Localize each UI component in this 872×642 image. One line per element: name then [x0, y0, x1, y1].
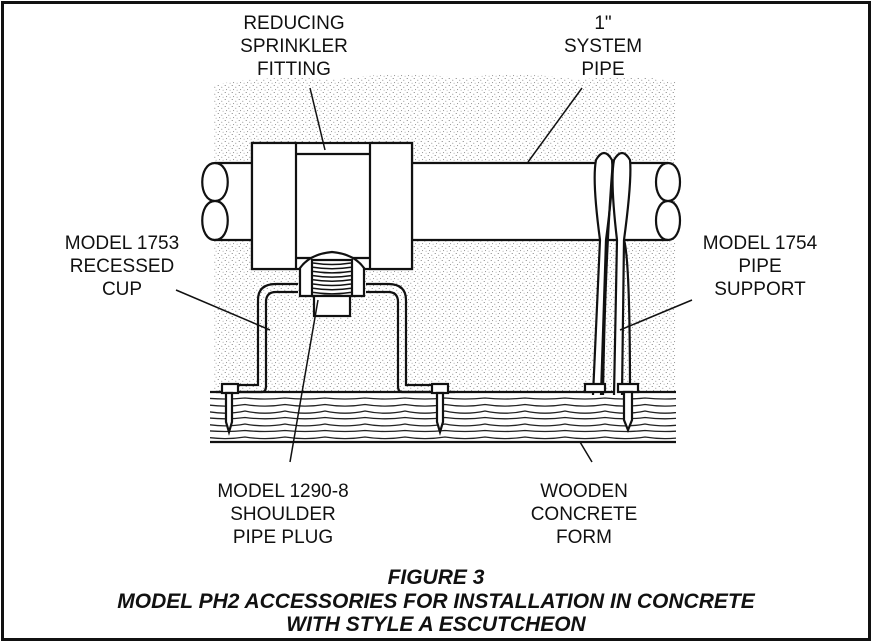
- plug-thread-line: [312, 274, 352, 278]
- figure-caption-line2: WITH STYLE A ESCUTCHEON: [286, 613, 586, 636]
- wood-grain-line: [210, 423, 676, 427]
- reducing-fitting: [250, 141, 414, 271]
- wood-grain-line: [210, 410, 676, 414]
- plug-thread-line: [312, 287, 352, 291]
- wood-grain-line: [210, 416, 676, 420]
- wood-grain-line: [210, 403, 676, 407]
- pipe-support: [583, 151, 640, 433]
- plug-thread-line: [312, 291, 352, 295]
- plug-thread-line: [312, 266, 352, 270]
- wood-grain-line: [210, 436, 676, 440]
- figure-caption-line1: MODEL PH2 ACCESSORIES FOR INSTALLATION I…: [117, 590, 755, 613]
- leader-lines: [175, 87, 693, 463]
- plug-thread-line: [312, 283, 352, 287]
- plug-thread-line: [312, 262, 352, 266]
- plug-thread-line: [312, 279, 352, 283]
- recessed-cup: [216, 282, 455, 436]
- plug-thread-line: [312, 270, 352, 274]
- wooden-form: [210, 390, 676, 444]
- figure-number: FIGURE 3: [387, 566, 485, 589]
- wood-grain-line: [210, 429, 676, 433]
- shoulder-pipe-plug: [298, 250, 366, 318]
- wood-grain-line: [210, 397, 676, 400]
